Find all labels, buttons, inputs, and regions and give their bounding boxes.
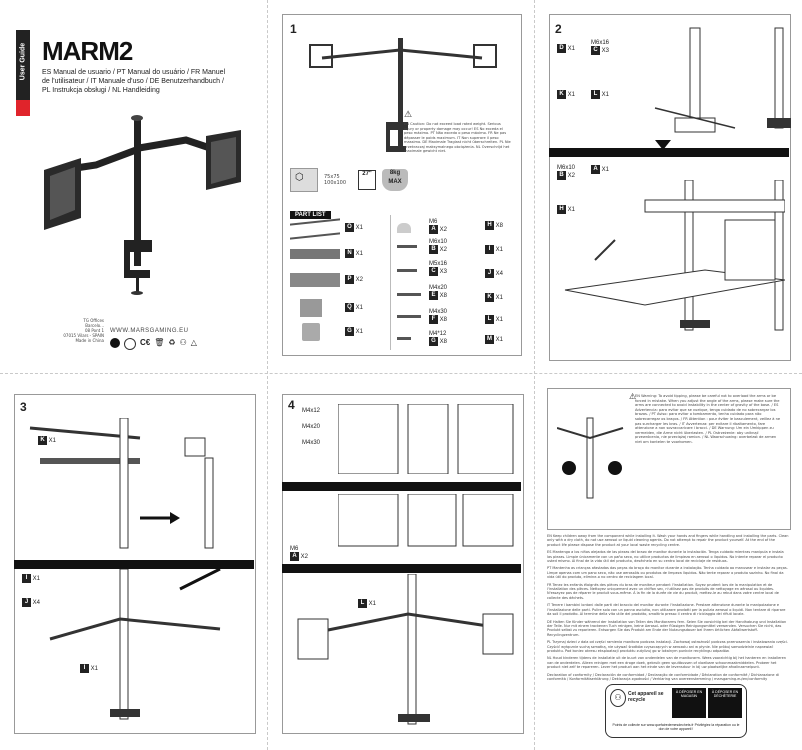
section-divider (282, 564, 521, 573)
certification-icons: C€ 🗑 ♻ ⚇ △ (110, 338, 197, 350)
grid-divider (534, 0, 536, 750)
pole-part (290, 218, 340, 240)
section-divider (282, 482, 521, 491)
warning-icon: ⚠ (629, 392, 637, 401)
paper-icon: △ (190, 338, 197, 347)
website-label: WWW.MARSGAMING.EU (110, 328, 189, 334)
address-block: TG Offices Barcelo... 08 Pont 1 07015 Vi… (63, 318, 104, 343)
ukca-icon (124, 338, 136, 350)
clamp-part (300, 299, 322, 317)
user-guide-label: User Guide (19, 42, 27, 81)
part-code: O (345, 223, 354, 232)
bolt-part (397, 269, 417, 272)
parts-list-header: PART LIST (290, 203, 331, 221)
spec-badges: ⬡ 75x75 100x100 27" 8kg MAX (290, 168, 408, 192)
weight-badge: 8kg MAX (382, 169, 408, 191)
step-number: 4 (288, 398, 295, 412)
cover-panel: User Guide MARM2 ES Manual de usuario / … (0, 0, 267, 373)
triman-icon: ⚇ (610, 689, 626, 707)
caution-box: ⚠ EN Caution: Do not exceed load rated w… (404, 109, 511, 153)
step2-frame (549, 14, 791, 361)
vesa-badge: ⬡ (290, 168, 318, 192)
step2-pole-illustration (654, 27, 791, 133)
step-number: 1 (290, 22, 297, 36)
weee-icon: 🗑 (154, 338, 165, 347)
logo-icon (110, 338, 120, 348)
screw-part (397, 315, 421, 318)
section-divider (14, 560, 254, 569)
red-accent (16, 100, 30, 116)
cap-part (397, 223, 411, 233)
step2-clamp-illustration (564, 180, 785, 331)
vesa-plate-part (302, 323, 320, 341)
screw-part (397, 293, 421, 296)
tipping-illustration (557, 417, 624, 499)
step4-vesa-illustration (338, 404, 514, 474)
bracket-part (290, 273, 340, 287)
step4-mount-illustration (338, 494, 514, 547)
assembled-arm-illustration (309, 38, 497, 152)
recycle-icon: ♻ (168, 338, 176, 347)
triman-icon: ⚇ (179, 338, 187, 347)
product-title: MARM2 (42, 36, 133, 66)
warning-icon: ⚠ (404, 109, 413, 119)
step-number: 2 (555, 22, 562, 36)
cover-subtitle: ES Manual de usuario / PT Manual do usuá… (42, 69, 226, 94)
screw-size-list: M4x12 M4x20 M4x30 (302, 408, 321, 446)
step4-final-illustration (297, 574, 514, 725)
side-tab: User Guide (16, 30, 30, 116)
screw-part (397, 337, 411, 340)
monitor-arm-illustration (44, 115, 241, 295)
bolt-part (397, 245, 417, 248)
warnings-panel: ⚠ EN Warning: To avoid tipping, please b… (535, 374, 802, 750)
store-dropoff: À DÉPOSER EN MAGASIN (672, 688, 706, 718)
section-divider (549, 148, 789, 157)
dump-dropoff: À DÉPOSER EN DÉCHÈTERIE (708, 688, 742, 718)
step-number: 3 (20, 400, 27, 414)
screen-size-badge: 27" (358, 170, 376, 190)
recycle-box: ⚇ Cet appareil se recycle À DÉPOSER EN M… (605, 684, 747, 738)
grid-divider (267, 0, 269, 750)
step1-panel: 1 ⚠ EN Caution: Do not exceed load rated… (268, 0, 534, 373)
step3-arm-illustration (29, 418, 214, 549)
vesa-icon: ⬡ (295, 172, 304, 183)
step3-panel: 3 K X1 I X1 J X4 I X1 (0, 374, 267, 750)
safety-paragraphs: EN Keep children away from the component… (547, 534, 789, 681)
ce-icon: C€ (140, 338, 151, 347)
grid-divider (0, 373, 802, 375)
arm-part (290, 249, 340, 259)
step3-dual-arm-illustration (49, 569, 221, 720)
